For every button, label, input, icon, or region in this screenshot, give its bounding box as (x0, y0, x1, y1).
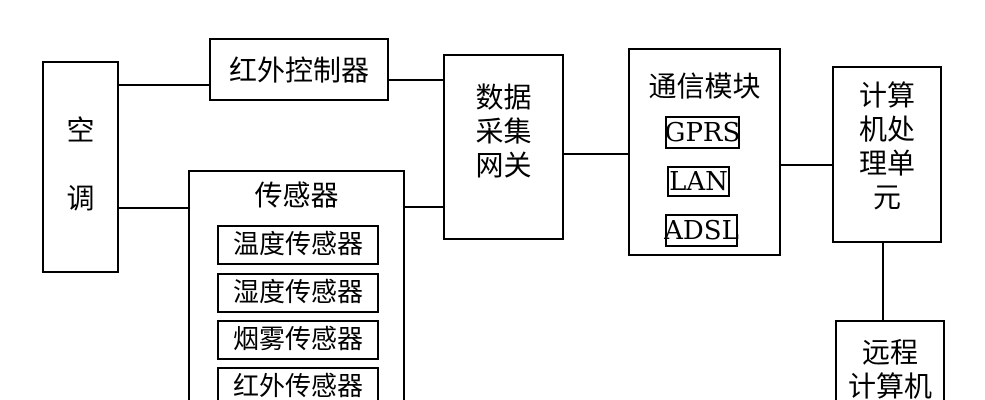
connector-ac-to-sensors (117, 207, 189, 209)
gateway-box: 数据 采集 网关 (443, 54, 564, 240)
sensor-item-temperature: 温度传感器 (217, 225, 379, 265)
processor-label: 计算 机处 理单 元 (858, 79, 915, 215)
sensor-item-smoke: 烟雾传感器 (217, 320, 379, 360)
connector-sensors-to-gateway (403, 206, 445, 208)
connector-processor-to-remote (882, 241, 884, 321)
remote-computer-box: 远程 计算机 (835, 320, 945, 400)
comm-item-gprs: GPRS (664, 116, 741, 149)
connector-ir-controller-to-gateway (387, 79, 445, 81)
processor-box: 计算 机处 理单 元 (832, 66, 942, 243)
sensor-item-humidity: 湿度传感器 (217, 273, 379, 313)
connector-comm-to-processor (779, 164, 833, 166)
comm-item-lan: LAN (667, 166, 730, 197)
air-conditioner-label: 空 调 (66, 114, 95, 216)
gateway-label: 数据 采集 网关 (475, 81, 532, 183)
comm-module-title: 通信模块 (648, 70, 761, 103)
sensors-box: 传感器 温度传感器 湿度传感器 烟雾传感器 红外传感器 (188, 170, 405, 400)
connector-ac-to-ir-controller (117, 84, 210, 86)
remote-computer-label: 远程 计算机 (847, 336, 932, 400)
connector-gateway-to-comm (562, 153, 629, 155)
infrared-controller-label: 红外控制器 (228, 54, 369, 87)
comm-module-box: 通信模块 GPRS LAN ADSL (628, 48, 781, 256)
sensor-item-infrared: 红外传感器 (217, 367, 379, 400)
air-conditioner-box: 空 调 (42, 61, 119, 273)
sensors-title: 传感器 (254, 179, 339, 212)
comm-item-adsl: ADSL (664, 214, 739, 247)
infrared-controller-box: 红外控制器 (209, 38, 389, 101)
